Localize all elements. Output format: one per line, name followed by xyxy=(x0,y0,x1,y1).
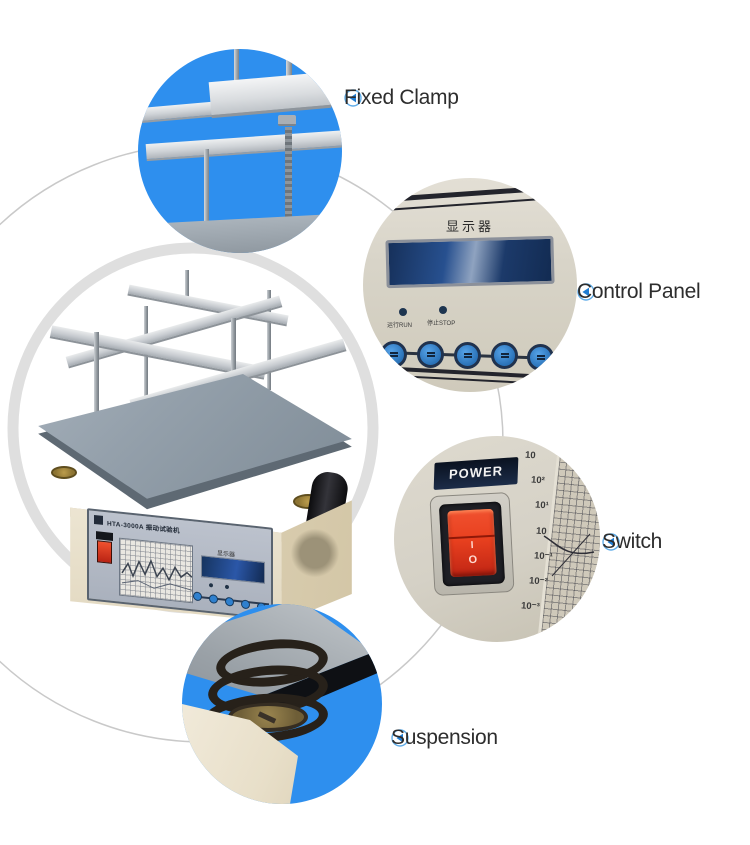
scale-label: 10² xyxy=(530,474,546,487)
clamp-block xyxy=(208,71,332,119)
run-indicator xyxy=(399,308,407,316)
scale-label: 10⁻³ xyxy=(520,600,541,613)
rocker-on-mark: I xyxy=(470,539,474,552)
panel-button xyxy=(241,599,250,610)
indicator-dot xyxy=(209,583,213,588)
indicator-dot xyxy=(225,584,229,590)
panel-button xyxy=(193,591,202,602)
clamp-bar xyxy=(145,129,342,162)
platform-plate xyxy=(138,213,342,253)
lcd-display xyxy=(385,235,555,289)
circle-arrow-left-icon xyxy=(391,729,409,747)
vibration-test-machine-photo: HTA-3000A 振动试验机 显示器 xyxy=(35,270,355,630)
side-vent xyxy=(291,522,339,584)
clamp-rod xyxy=(267,290,271,390)
stop-indicator-label: 停止STOP xyxy=(427,321,456,327)
switch-label-text: Switch xyxy=(602,530,663,553)
lcd-display-small xyxy=(201,555,265,584)
panel-button xyxy=(417,341,444,368)
machine-front-panel: HTA-3000A 振动试验机 显示器 xyxy=(87,508,273,620)
graph-curve xyxy=(543,533,595,577)
clamp-rod xyxy=(204,149,209,253)
fixed-clamp-label-text: Fixed Clamp xyxy=(344,86,459,109)
fixed-clamp-callout-circle xyxy=(138,49,342,253)
stop-indicator xyxy=(439,306,447,314)
panel-button xyxy=(491,342,518,369)
circle-arrow-left-icon xyxy=(602,533,620,551)
circle-arrow-left-icon xyxy=(577,283,595,301)
waveform xyxy=(121,558,192,591)
control-panel-callout-circle: 显示器 运行RUN 停止STOP xyxy=(363,178,577,392)
clamp-rod xyxy=(94,332,99,460)
clamp-rod xyxy=(234,49,239,101)
scale-label: 10 xyxy=(524,449,536,462)
log-chart-area xyxy=(119,537,193,604)
panel-button xyxy=(527,344,554,371)
power-switch-small xyxy=(97,540,112,564)
rocker-off-mark: O xyxy=(468,553,478,567)
display-title: 显示器 xyxy=(445,219,494,234)
suspension-callout-circle xyxy=(182,604,382,804)
scale-label: 10 xyxy=(535,525,547,538)
rocker-switch-bezel: I O xyxy=(429,491,515,597)
rocker-switch-frame: I O xyxy=(438,501,506,587)
control-panel-label-text: Control Panel xyxy=(577,280,701,303)
clamp-rod xyxy=(185,270,189,304)
threaded-rod xyxy=(285,127,292,253)
panel-button xyxy=(225,596,234,607)
mount-disc xyxy=(51,466,77,479)
clamp-rod xyxy=(286,55,292,85)
scale-label: 10⁻¹ xyxy=(533,550,554,563)
run-indicator-label: 运行RUN xyxy=(387,323,412,329)
red-rocker-switch: I O xyxy=(447,508,497,578)
scale-label: 10¹ xyxy=(534,499,550,512)
circle-arrow-left-icon xyxy=(344,89,362,107)
panel-button xyxy=(380,341,407,368)
switch-callout-circle: 10 10² 10¹ 10 10⁻¹ 10⁻² 10⁻³ POWER I O xyxy=(394,436,600,642)
brand-logo xyxy=(94,514,103,525)
panel-button xyxy=(454,342,481,369)
scale-label: 10⁻² xyxy=(528,575,549,588)
suspension-label-text: Suspension xyxy=(391,726,498,749)
clamp-nut xyxy=(278,115,296,126)
model-label: HTA-3000A 振动试验机 xyxy=(107,520,180,535)
panel-button xyxy=(209,594,218,604)
